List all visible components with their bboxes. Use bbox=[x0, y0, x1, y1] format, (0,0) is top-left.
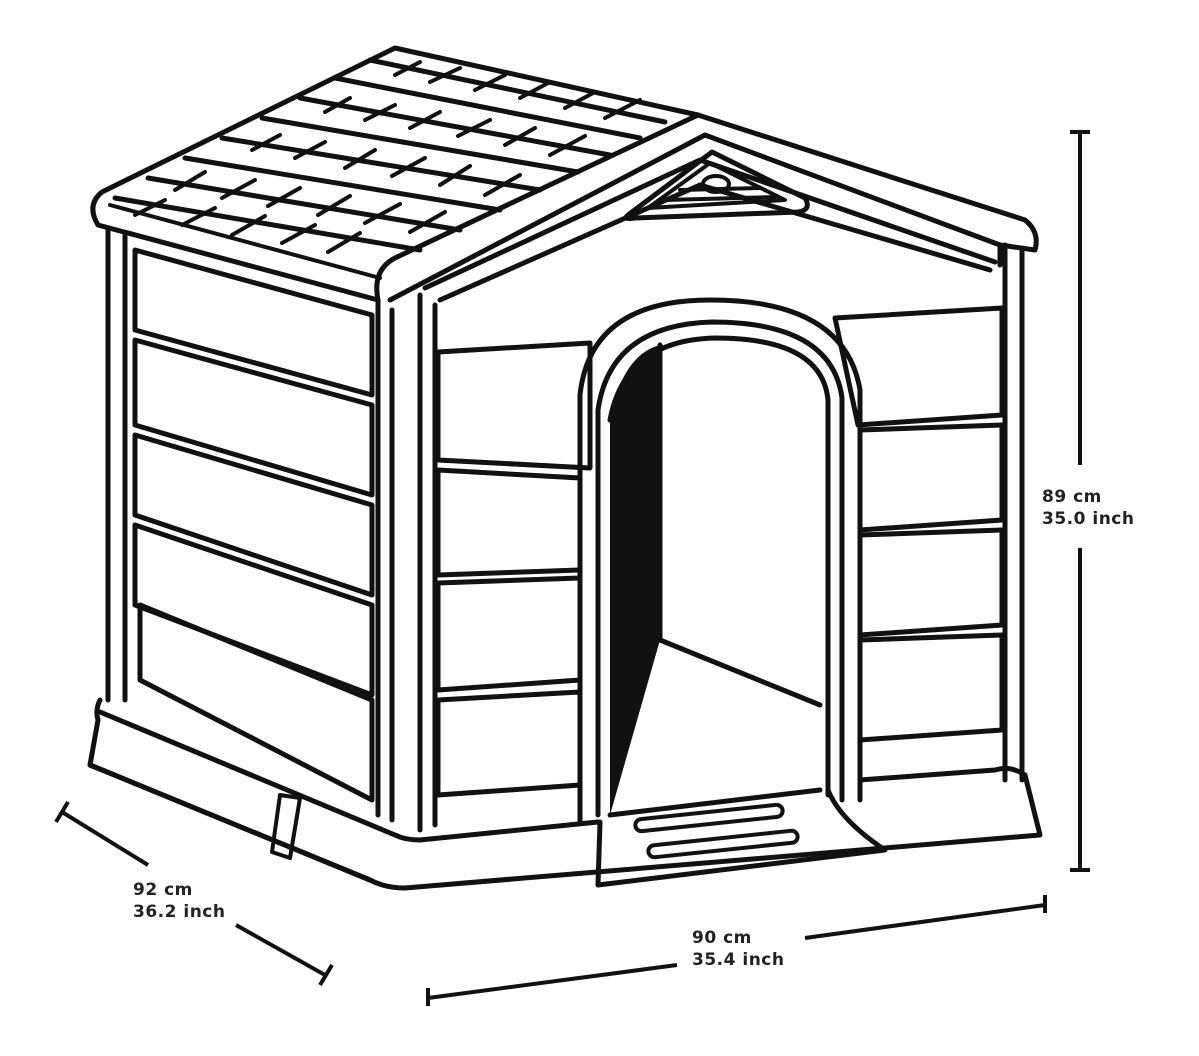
height-imperial: 35.0 inch bbox=[1042, 509, 1135, 529]
depth-metric: 92 cm bbox=[133, 880, 193, 900]
height-metric: 89 cm bbox=[1042, 487, 1102, 507]
width-imperial: 35.4 inch bbox=[692, 950, 785, 970]
width-metric: 90 cm bbox=[692, 928, 752, 948]
roof-left-panel bbox=[90, 45, 701, 303]
left-side-wall bbox=[105, 225, 395, 823]
depth-imperial: 36.2 inch bbox=[133, 902, 226, 922]
gable-vent bbox=[623, 149, 810, 222]
base-tray bbox=[87, 697, 1043, 891]
dimension-depth bbox=[54, 800, 334, 987]
dimension-width bbox=[426, 895, 1047, 1006]
height-label: 89 cm 35.0 inch bbox=[1042, 486, 1134, 530]
front-wall bbox=[417, 242, 1025, 833]
width-label: 90 cm 35.4 inch bbox=[692, 927, 784, 971]
doorway bbox=[577, 297, 863, 825]
dimension-height bbox=[1070, 130, 1090, 872]
front-gable bbox=[387, 112, 1039, 303]
depth-label: 92 cm 36.2 inch bbox=[133, 879, 225, 923]
